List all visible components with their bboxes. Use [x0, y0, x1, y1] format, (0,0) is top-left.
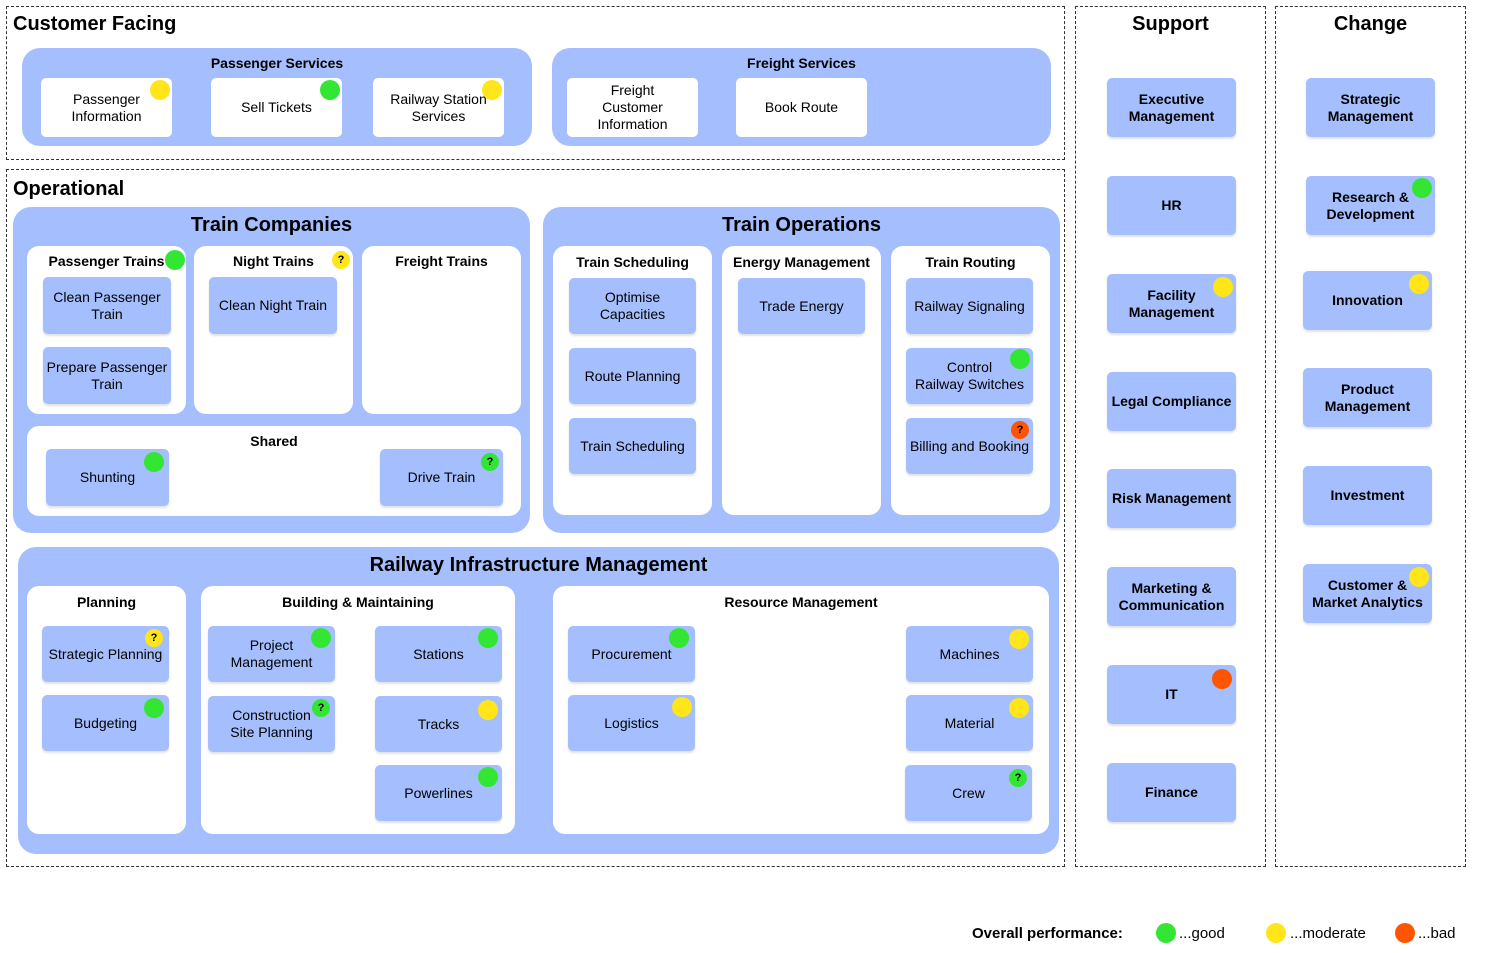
status-dot-railway-station-services: [482, 80, 502, 100]
status-dot-facility-management: [1213, 277, 1233, 297]
train-companies-title: Train Companies: [190, 214, 353, 236]
customer-market-analytics-box[interactable]: Customer &Market Analytics: [1303, 564, 1432, 623]
legend-moderate-label: ...moderate: [1290, 925, 1366, 942]
status-dot-passenger-information: [150, 80, 170, 100]
status-dot-logistics: [672, 697, 692, 717]
status-dot-customer-market-analytics: [1409, 567, 1429, 587]
status-dot-night-trains: ?: [332, 251, 350, 269]
energy-management-title: Energy Management: [733, 254, 870, 270]
train-scheduling-title: Train Scheduling: [576, 254, 689, 270]
legend-good-dot: [1156, 923, 1176, 943]
optimise-capacities-box[interactable]: Optimise Capacities: [569, 278, 696, 334]
route-planning-box[interactable]: Route Planning: [569, 348, 696, 404]
innovation-box[interactable]: Innovation: [1303, 271, 1432, 330]
status-dot-material: [1009, 698, 1029, 718]
stations-box[interactable]: Stations: [375, 626, 502, 682]
status-dot-sell-tickets: [320, 80, 340, 100]
railway-signaling-box[interactable]: Railway Signaling: [906, 278, 1033, 334]
operational-title: Operational: [13, 178, 125, 200]
freight-services-title: Freight Services: [747, 55, 856, 71]
status-dot-construction-site-planning: ?: [312, 699, 330, 717]
status-dot-drive-train: ?: [481, 453, 499, 471]
train-routing-title: Train Routing: [925, 254, 1016, 270]
status-dot-shunting: [144, 452, 164, 472]
change-section: [1275, 6, 1466, 867]
support-title: Support: [1132, 13, 1209, 35]
customer-facing-title: Customer Facing: [13, 13, 177, 35]
status-dot-research-development: [1412, 178, 1432, 198]
finance-box[interactable]: Finance: [1107, 763, 1236, 822]
planning-title: Planning: [76, 594, 137, 610]
customer-facing-section: [6, 6, 1065, 160]
status-dot-machines: [1009, 629, 1029, 649]
operational-section: [6, 169, 1065, 867]
status-dot-control-railway-switches: [1010, 349, 1030, 369]
status-dot-crew: ?: [1009, 769, 1027, 787]
status-dot-stations: [478, 628, 498, 648]
legend-title: Overall performance:: [972, 925, 1123, 942]
status-dot-tracks: [478, 700, 498, 720]
status-dot-innovation: [1409, 274, 1429, 294]
marketing-communication-box[interactable]: Marketing &Communication: [1107, 567, 1236, 626]
resource-management-title: Resource Management: [724, 594, 878, 610]
freight-trains-container: Freight Trains: [362, 246, 521, 414]
legend-bad-dot: [1395, 923, 1415, 943]
status-dot-passenger-trains: [165, 250, 185, 270]
legend-good-label: ...good: [1179, 925, 1225, 942]
status-dot-billing-and-booking: ?: [1011, 421, 1029, 439]
legal-compliance-box[interactable]: Legal Compliance: [1107, 372, 1236, 431]
status-dot-budgeting: [144, 698, 164, 718]
infrastructure-title: Railway Infrastructure Management: [369, 554, 708, 576]
night-trains-title: Night Trains: [233, 253, 314, 269]
support-section: [1075, 6, 1266, 867]
book-route-box[interactable]: Book Route: [736, 78, 867, 137]
change-title: Change: [1333, 13, 1408, 35]
clean-night-train-box[interactable]: Clean Night Train: [209, 277, 337, 334]
building-maintaining-title: Building & Maintaining: [282, 594, 434, 610]
status-dot-project-management: [311, 628, 331, 648]
passenger-trains-title: Passenger Trains: [48, 253, 165, 269]
status-dot-strategic-planning: ?: [145, 629, 163, 647]
freight-trains-title: Freight Trains: [395, 253, 488, 269]
legend-bad-label: ...bad: [1418, 925, 1456, 942]
status-dot-powerlines: [478, 767, 498, 787]
hr-box[interactable]: HR: [1107, 176, 1236, 235]
risk-management-box[interactable]: Risk Management: [1107, 469, 1236, 528]
trade-energy-box[interactable]: Trade Energy: [738, 278, 865, 334]
status-dot-it: [1212, 669, 1232, 689]
shared-title: Shared: [250, 433, 298, 449]
status-dot-procurement: [669, 628, 689, 648]
investment-box[interactable]: Investment: [1303, 466, 1432, 525]
passenger-services-title: Passenger Services: [210, 55, 344, 71]
research-development-box[interactable]: Research &Development: [1306, 176, 1435, 235]
train-scheduling-box[interactable]: Train Scheduling: [569, 418, 696, 474]
legend-moderate-dot: [1266, 923, 1286, 943]
train-operations-title: Train Operations: [722, 214, 881, 236]
